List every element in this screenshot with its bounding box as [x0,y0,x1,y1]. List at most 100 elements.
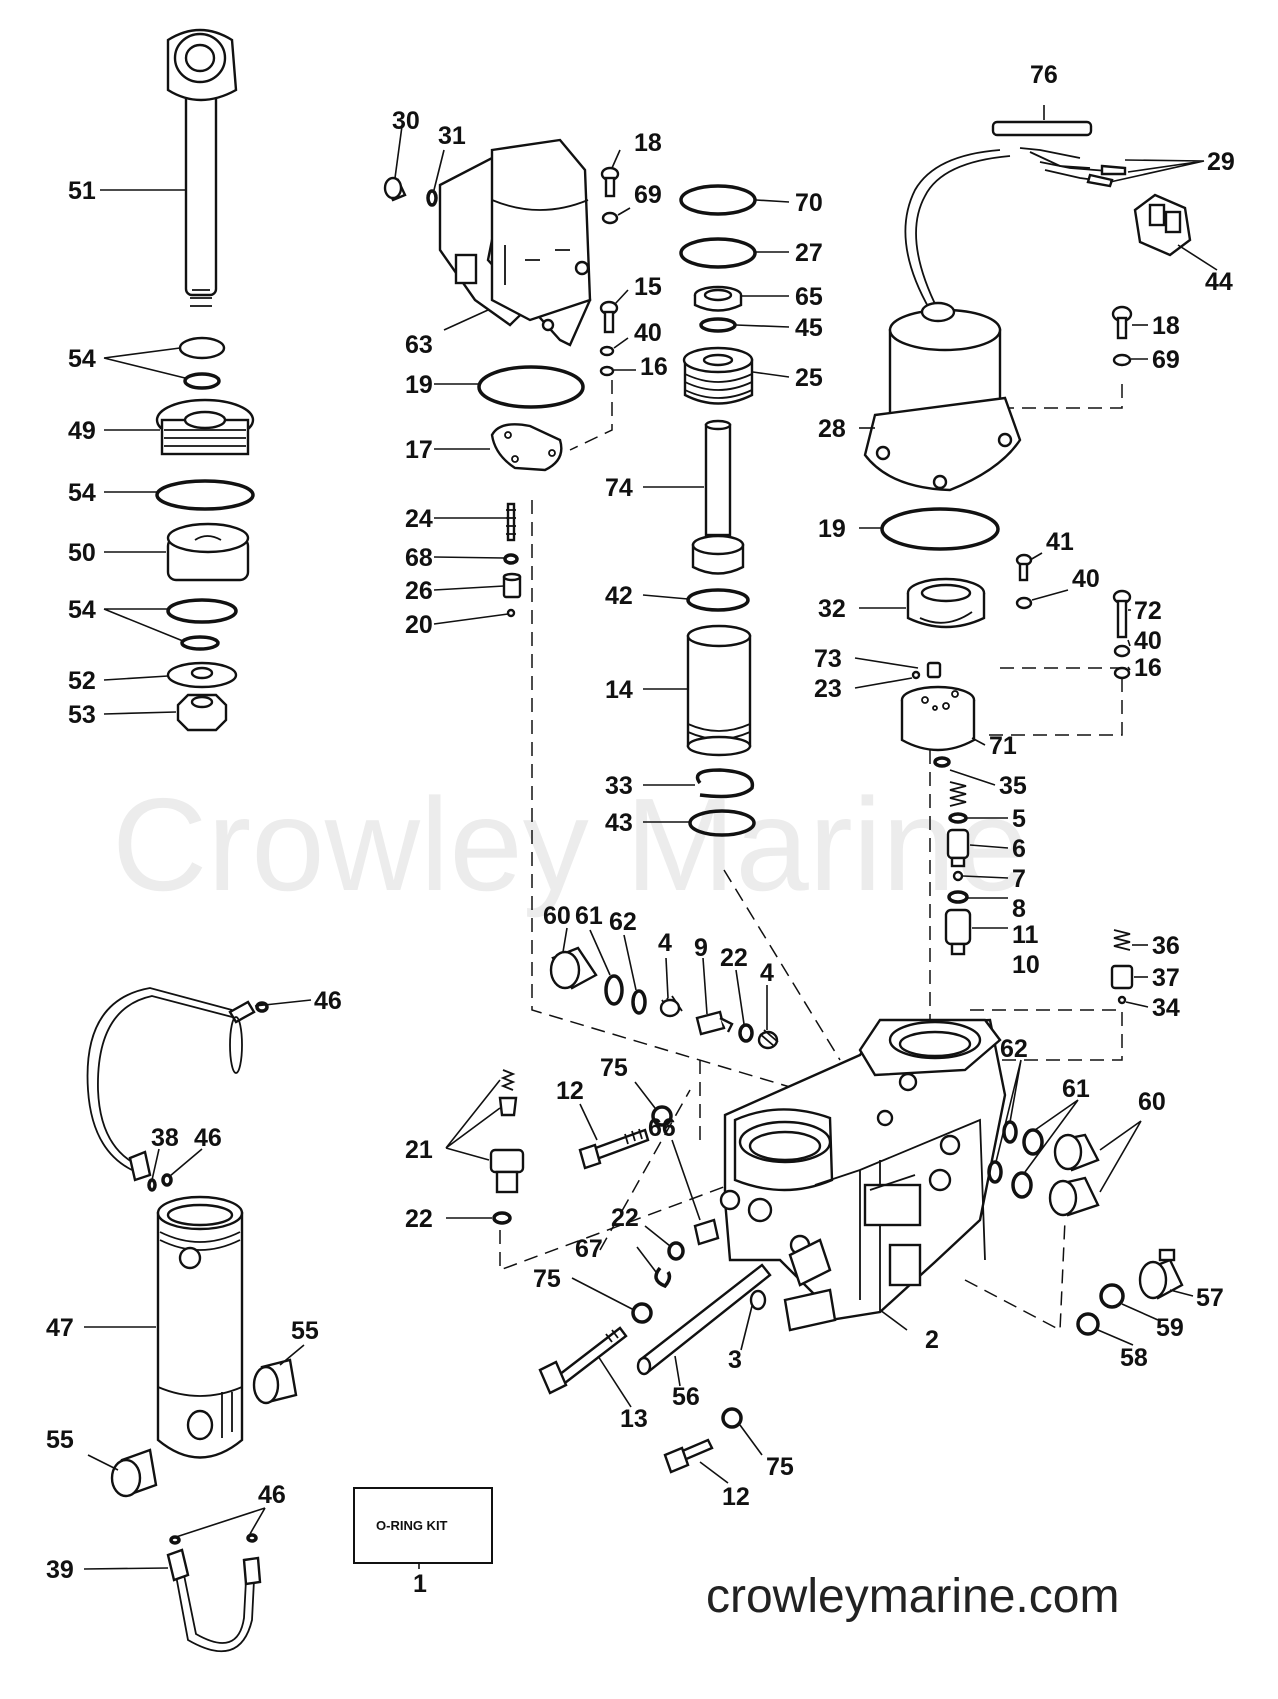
callout-12: 12 [722,1483,750,1511]
callout-41: 41 [1046,528,1074,556]
callout-22: 22 [405,1205,433,1233]
o-ring-62-left [631,989,647,1015]
callout-60: 60 [543,902,571,930]
callout-numbers: 51 54 49 54 50 54 52 53 46 38 46 47 55 5… [46,61,1235,1598]
callout-16: 16 [1134,654,1162,682]
leader-lines [83,105,1218,1570]
valve-plug-60-right-upper [1053,1133,1100,1172]
o-ring-59 [1099,1283,1125,1309]
callout-5: 5 [1012,805,1026,833]
callout-4: 4 [760,959,774,987]
callout-75: 75 [766,1453,794,1481]
callout-76: 76 [1030,61,1058,89]
callout-4: 4 [658,929,672,957]
o-ring-kit-box: O-RING KIT [353,1487,493,1564]
callout-69: 69 [634,181,662,209]
callout-19: 19 [405,371,433,399]
washer-40-left [599,345,615,357]
callout-36: 36 [1152,932,1180,960]
site-url: crowleymarine.com [706,1570,1119,1623]
callout-50: 50 [68,539,96,567]
ball-23 [911,670,921,680]
callout-25: 25 [795,364,823,392]
spring-4-right [757,1029,779,1050]
watermark: Crowley Marine [112,771,1029,918]
callout-45: 45 [795,314,823,342]
callout-39: 39 [46,1556,74,1584]
washer-40-center [1015,596,1033,610]
callout-37: 37 [1152,964,1180,992]
screw-18-right [1111,305,1133,340]
callout-73: 73 [814,645,842,673]
pin-56 [636,1263,772,1376]
o-ring-22-mid [738,1023,754,1043]
valve-assembly-21 [489,1069,525,1194]
washer-16-left [599,365,615,377]
callout-18: 18 [1152,312,1180,340]
callout-29: 29 [1207,148,1235,176]
callout-21: 21 [405,1136,433,1164]
o-ring-11 [947,890,969,904]
callout-32: 32 [818,595,846,623]
callout-12: 12 [556,1077,584,1105]
callout-6: 6 [1012,835,1026,863]
screw-72 [1112,589,1132,639]
o-ring-43 [688,809,756,837]
piston-seals-54 [166,598,238,651]
callout-7: 7 [1012,865,1026,893]
callout-10: 10 [1012,951,1040,979]
o-ring-62-right-lower [987,1160,1003,1184]
connector-44 [1133,193,1192,257]
callout-9: 9 [694,934,708,962]
callout-15: 15 [634,273,662,301]
callout-24: 24 [405,505,433,533]
o-ring-19-left [477,365,585,409]
callout-75: 75 [533,1265,561,1293]
ball-20 [506,608,516,618]
ball-8 [952,870,964,882]
callout-11: 11 [1012,921,1039,949]
o-ring-6 [948,812,968,824]
callout-42: 42 [605,582,633,610]
terminal-sleeve-76 [991,120,1093,137]
callout-34: 34 [1152,994,1180,1022]
callout-59: 59 [1156,1314,1184,1342]
callout-20: 20 [405,611,433,639]
callout-49: 49 [68,417,96,445]
ball-3 [749,1289,767,1311]
trim-motor-28 [863,149,1022,492]
screw-15 [599,300,619,334]
callout-28: 28 [818,415,846,443]
seat-10 [944,908,972,956]
callout-3: 3 [728,1346,742,1374]
callout-57: 57 [1196,1284,1224,1312]
o-ring-19-right [880,507,1000,551]
o-ring-61-right-lower [1011,1171,1033,1199]
bolt-13 [538,1326,628,1395]
washer-52 [166,661,238,689]
callout-26: 26 [405,577,433,605]
valve-9 [695,1010,734,1036]
callout-46: 46 [194,1124,222,1152]
pump-71 [900,685,976,752]
screw-12-upper [578,1128,650,1170]
callout-17: 17 [405,436,433,464]
bushing-55-right [252,1358,298,1405]
o-ring-61-right-upper [1022,1128,1044,1156]
callout-62: 62 [1000,1035,1028,1063]
check-valve-37 [1110,964,1134,990]
cap-25 [682,346,754,405]
callout-55: 55 [291,1317,319,1345]
callout-31: 31 [438,122,466,150]
callout-23: 23 [814,675,842,703]
o-ring-45 [699,317,737,333]
seal-65 [693,285,743,312]
o-ring-31 [426,189,438,207]
coupler-32 [906,577,986,629]
washer-75-lower [721,1407,743,1429]
washer-75-mid [631,1302,653,1324]
callout-33: 33 [605,772,633,800]
callout-72: 72 [1134,597,1162,625]
washer-69-left [601,211,619,225]
callout-69: 69 [1152,346,1180,374]
